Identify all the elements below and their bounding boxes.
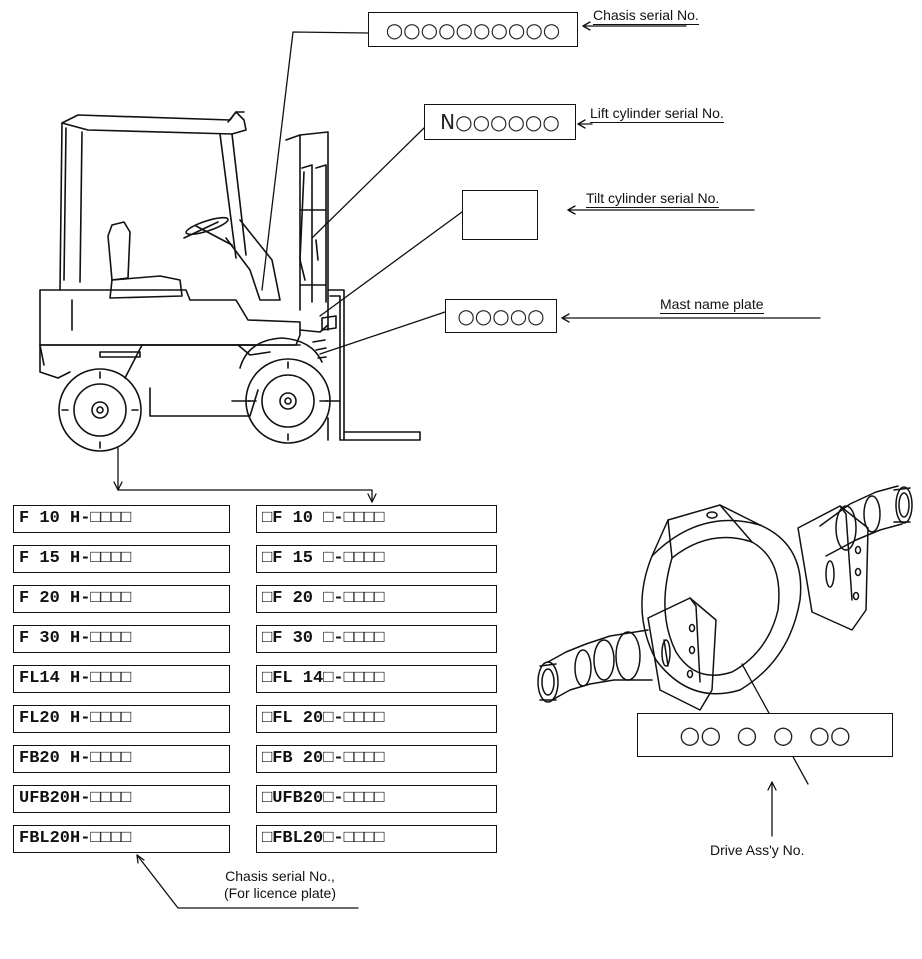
model-code-box: FL14 H-□□□□ [13, 665, 230, 693]
forklift-illustration [39, 111, 421, 452]
model-code-box: □FBL20□-□□□□ [256, 825, 497, 853]
model-code-box: □F 15 □-□□□□ [256, 545, 497, 573]
model-code-box: □FL 14□-□□□□ [256, 665, 497, 693]
model-code-box: □FL 20□-□□□□ [256, 705, 497, 733]
leader-lines [113, 21, 821, 909]
lift-cylinder-glyphs: N○○○○○○ [440, 110, 560, 134]
mast-plate-label: Mast name plate [660, 296, 764, 314]
chassis-serial-plate: ○○○○○○○○○○ [368, 12, 578, 47]
chassis-serial-glyphs: ○○○○○○○○○○ [385, 17, 561, 42]
model-code-box: □UFB20□-□□□□ [256, 785, 497, 813]
model-code-box: FL20 H-□□□□ [13, 705, 230, 733]
chassis-serial-label: Chasis serial No. [593, 7, 699, 25]
model-code-box: □F 30 □-□□□□ [256, 625, 497, 653]
licence-note-line1: Chasis serial No., [225, 868, 335, 884]
drive-axle-illustration [537, 485, 913, 711]
lift-cylinder-plate: N○○○○○○ [424, 104, 576, 140]
model-code-box: FBL20H-□□□□ [13, 825, 230, 853]
model-code-box: □F 20 □-□□□□ [256, 585, 497, 613]
drive-assy-glyphs: ○○ ○ ○ ○○ [679, 721, 851, 749]
model-code-box: F 10 H-□□□□ [13, 505, 230, 533]
mast-name-plate: ○○○○○ [445, 299, 557, 333]
mast-plate-glyphs: ○○○○○ [457, 304, 545, 328]
model-code-box: □F 10 □-□□□□ [256, 505, 497, 533]
tilt-cylinder-plate [462, 190, 538, 240]
licence-note-line2: (For licence plate) [223, 885, 337, 901]
model-code-box: F 20 H-□□□□ [13, 585, 230, 613]
model-code-box: □FB 20□-□□□□ [256, 745, 497, 773]
drive-assy-plate: ○○ ○ ○ ○○ [637, 713, 893, 757]
tilt-cylinder-label: Tilt cylinder serial No. [586, 190, 720, 208]
model-code-box: FB20 H-□□□□ [13, 745, 230, 773]
model-code-box: F 30 H-□□□□ [13, 625, 230, 653]
licence-plate-note: Chasis serial No., (For licence plate) [200, 868, 360, 902]
model-code-box: F 15 H-□□□□ [13, 545, 230, 573]
model-code-box: UFB20H-□□□□ [13, 785, 230, 813]
drive-assy-label: Drive Ass'y No. [710, 842, 805, 858]
lift-cylinder-label: Lift cylinder serial No. [590, 105, 724, 123]
